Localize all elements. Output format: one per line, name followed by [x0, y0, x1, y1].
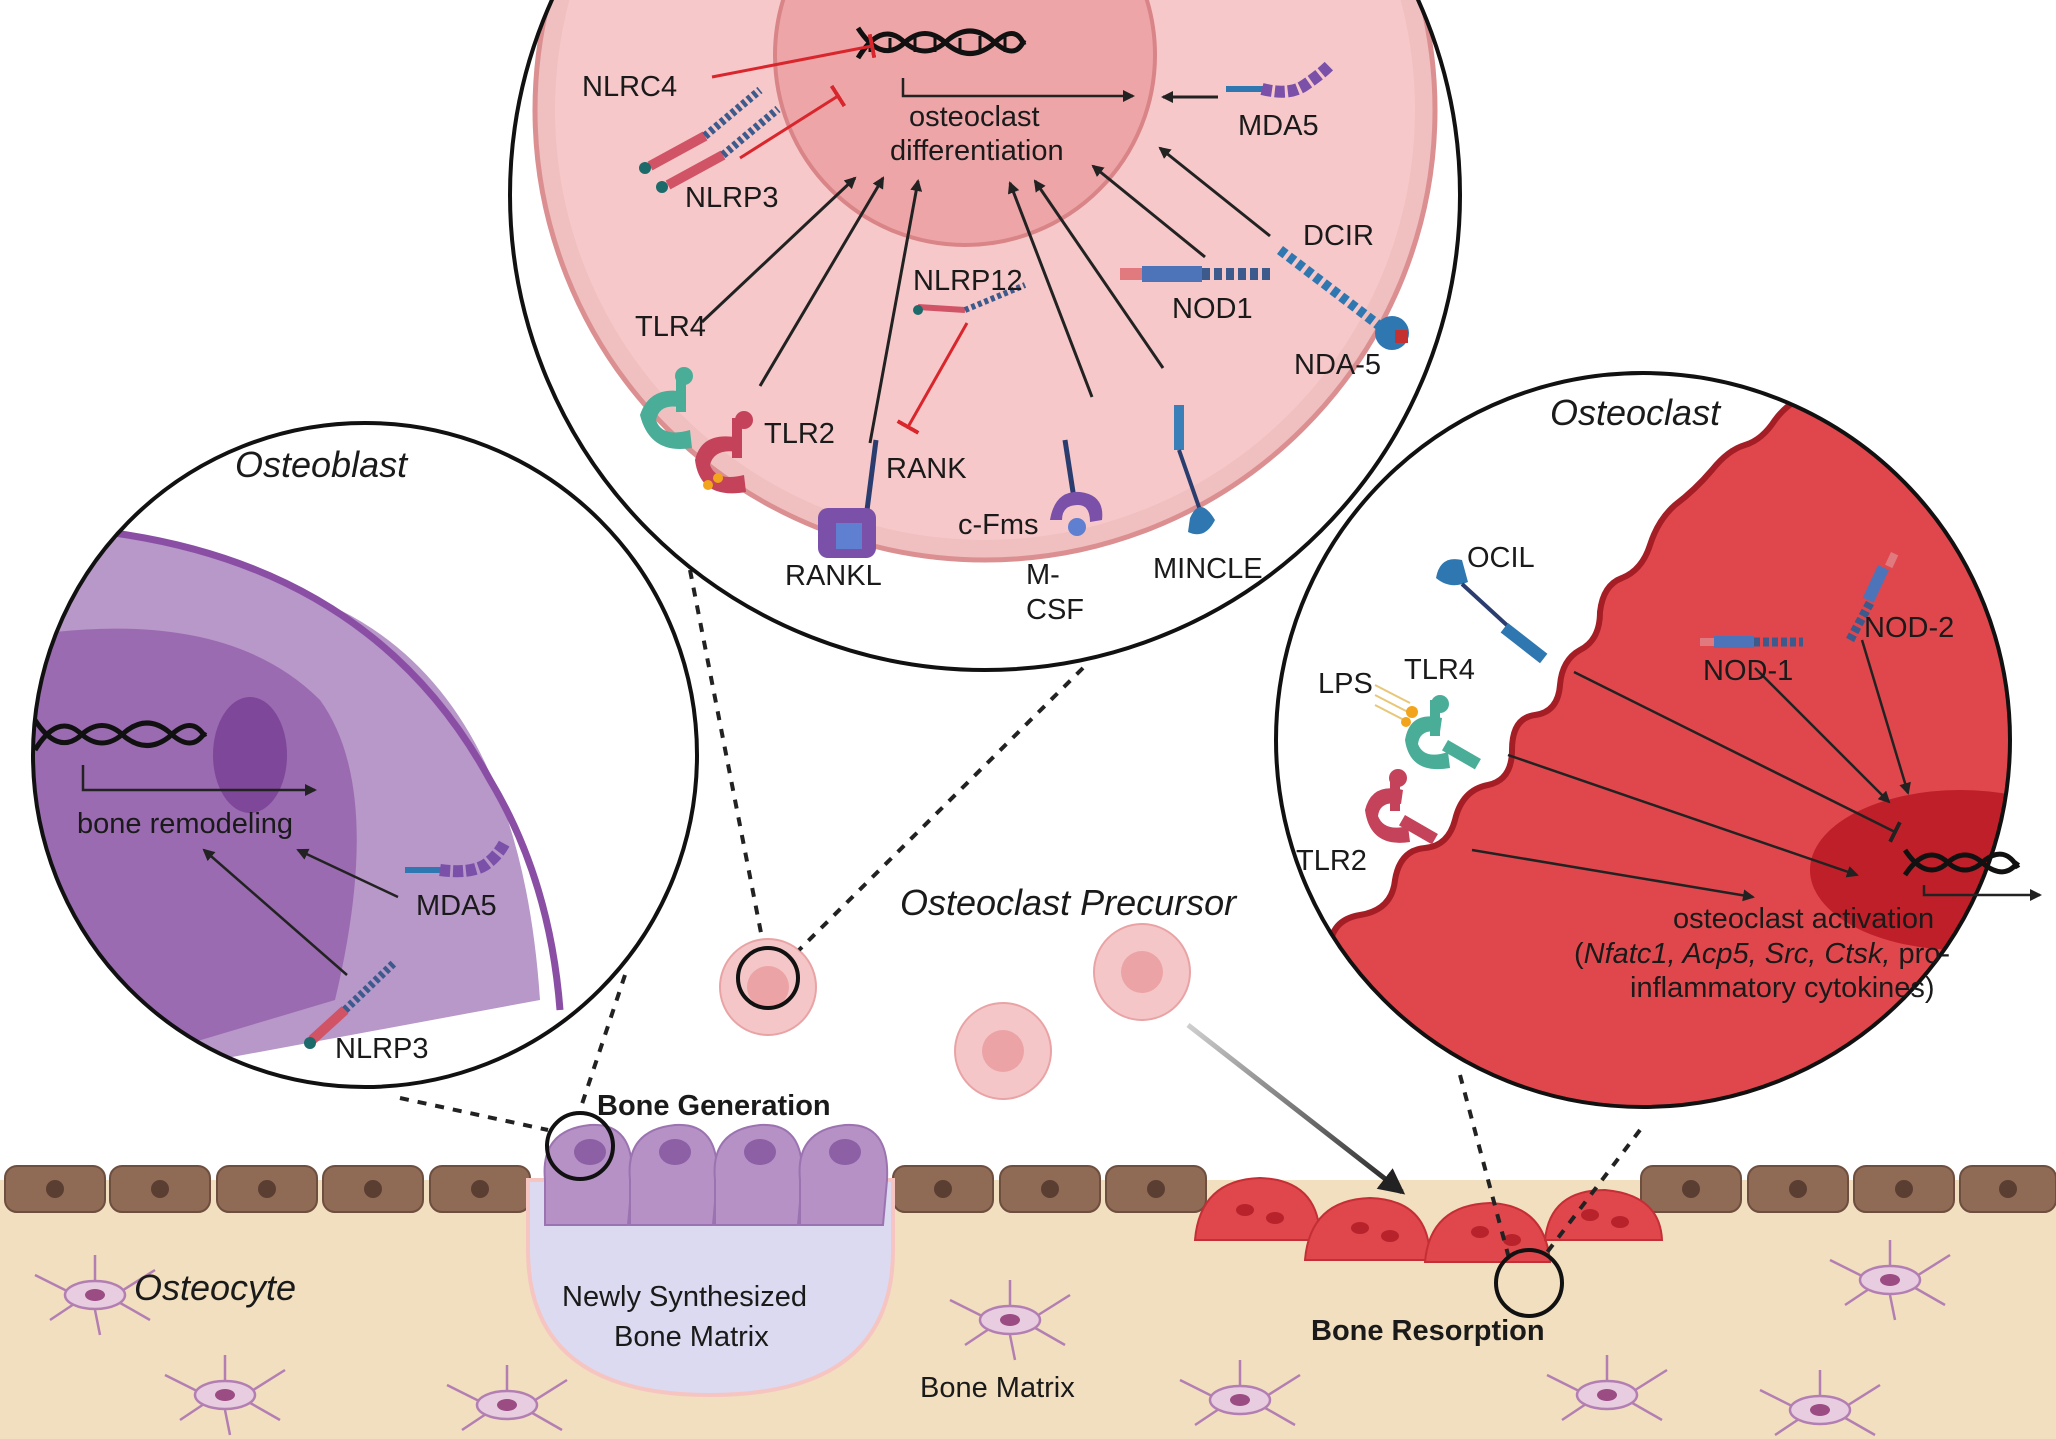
precursor-outcome-2: differentiation [890, 135, 1064, 167]
nod1-icon [1120, 266, 1272, 282]
osteoclast-nod1: NOD-1 [1703, 655, 1793, 687]
nod2-osteoclast-icon [1846, 551, 1899, 643]
precursor-nlrc4: NLRC4 [582, 71, 677, 103]
nlrp12-icon [913, 282, 1027, 315]
outcome-genes: Nfatc1, Acp5, Src, Ctsk, [1584, 938, 1891, 970]
bone-generation-label: Bone Generation [597, 1090, 831, 1122]
precursor-nlrp12: NLRP12 [913, 265, 1023, 297]
zoom-rings [545, 946, 1564, 1318]
dcir-icon [1276, 246, 1409, 350]
osteoblast-mda5-icon [405, 839, 511, 878]
new-matrix-label-2: Bone Matrix [614, 1321, 769, 1353]
precursor-cells [719, 923, 1191, 1100]
mda5-icon [1226, 60, 1335, 98]
osteoclast-outcome-3: inflammatory cytokines) [1630, 972, 1935, 1004]
precursor-tlr2: TLR2 [764, 418, 835, 450]
mincle-icon [1174, 405, 1215, 535]
osteoclast-nod2: NOD-2 [1864, 612, 1954, 644]
osteoblast-mda5: MDA5 [416, 890, 497, 922]
precursor-nda5: NDA-5 [1294, 349, 1381, 381]
cfms-icon [1050, 439, 1103, 536]
osteoclast-outcome-1: osteoclast activation [1673, 903, 1934, 935]
osteoclast-dna-icon [1902, 848, 2021, 877]
osteoblast-title: Osteoblast [235, 444, 409, 485]
osteoblast-dna-icon [32, 718, 208, 752]
precursor-nlrp3: NLRP3 [685, 182, 779, 214]
osteoclast-ocil: OCIL [1467, 542, 1535, 574]
nod1-osteoclast-icon [1700, 636, 1803, 648]
osteocytes [34, 1240, 1951, 1437]
nlrp3-icon [639, 86, 781, 193]
osteoblast-outcome: bone remodeling [77, 808, 293, 840]
precursor-rankl: RANKL [785, 560, 882, 592]
osteoblast-nlrp3-icon [304, 959, 398, 1049]
bone-matrix-region [0, 1123, 2056, 1439]
osteoclast-outcome-2: (Nfatc1, Acp5, Src, Ctsk, pro- [1574, 938, 1950, 970]
osteoclast-lps: LPS [1318, 668, 1373, 700]
osteoclast-tlr2: TLR2 [1296, 845, 1367, 877]
osteoblast-panel: Osteoblast bone remodeling MDA5 NLRP3 [31, 421, 699, 1089]
osteoclast-panel: Osteoclast [1274, 371, 2042, 1109]
outcome-tail: pro- [1890, 938, 1950, 970]
precursor-nod1: NOD1 [1172, 293, 1253, 325]
precursor-panel: NLRC4 NLRP3 osteoclast differentiation M… [508, 0, 1462, 672]
tlr4-icon [640, 367, 693, 450]
precursor-mincle: MINCLE [1153, 553, 1263, 585]
precursor-tlr4: TLR4 [635, 311, 706, 343]
precursor-mcsf-2: CSF [1026, 594, 1084, 626]
osteoclast-tlr4: TLR4 [1404, 654, 1475, 686]
osteoclast-precursor-label: Osteoclast Precursor [900, 882, 1238, 923]
precursor-cfms: c-Fms [958, 509, 1039, 541]
precursor-rank: RANK [886, 453, 967, 485]
precursor-dcir: DCIR [1303, 220, 1374, 252]
precursor-mda5: MDA5 [1238, 110, 1319, 142]
osteocyte-label: Osteocyte [134, 1267, 296, 1308]
new-bone-matrix [526, 1178, 895, 1398]
outcome-open-paren: ( [1574, 938, 1584, 970]
osteoclast-cells [1193, 1176, 1664, 1263]
tlr2-icon [695, 411, 753, 494]
bone-matrix-label: Bone Matrix [920, 1372, 1075, 1404]
osteoclast-tlr4-icon [1405, 695, 1481, 770]
precursor-mcsf-1: M- [1026, 559, 1060, 591]
osteoblast-cells [543, 1123, 889, 1226]
osteoclast-title: Osteoclast [1550, 392, 1722, 433]
ocil-icon [1436, 559, 1548, 664]
osteoblast-nlrp3: NLRP3 [335, 1033, 429, 1065]
osteoclast-tlr2-icon [1365, 769, 1438, 845]
differentiation-arrow [1186, 1023, 1406, 1195]
bone-resorption-label: Bone Resorption [1311, 1315, 1545, 1347]
bone-lining-cells [4, 1165, 2056, 1213]
zoom-connectors [399, 569, 1642, 1263]
new-matrix-label-1: Newly Synthesized [562, 1281, 807, 1313]
rank-icon [818, 439, 879, 558]
lps-icon [1374, 684, 1418, 727]
precursor-outcome-1: osteoclast [909, 101, 1040, 133]
